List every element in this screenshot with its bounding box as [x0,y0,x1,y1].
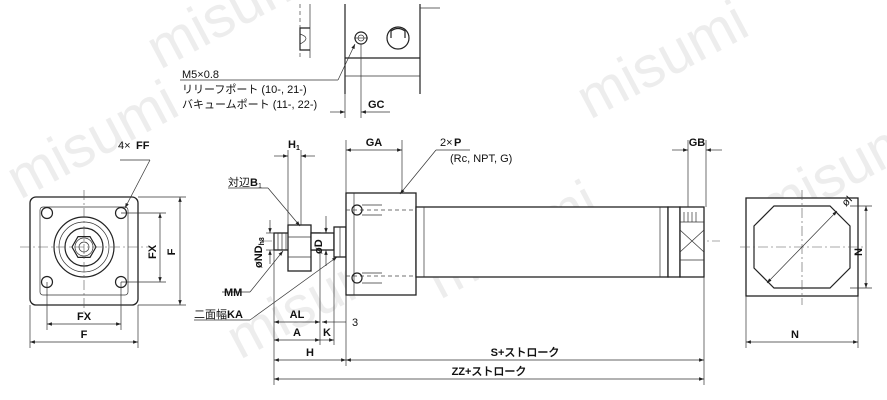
top-detail-view: GC M5×0.8 リリーフポート (10-, 21-) バキュームポート (1… [180,4,440,118]
label-vacuum-port: バキュームポート (11-, 22-) [182,98,317,111]
label-h: H [306,347,314,359]
label-ports-p: P [454,137,461,149]
label-h1: H1 [288,139,300,152]
right-end-view: øI N N [740,190,872,348]
label-b1: 対辺B1 [228,175,262,190]
label-mm: MM [224,287,242,299]
watermark-3: misumi [0,68,188,212]
label-ff: FF [136,140,150,152]
label-relief-port: リリーフポート (10-, 21-) [182,83,307,96]
label-fx-vertical: FX [147,244,159,259]
label-ports-types: (Rc, NPT, G) [450,153,512,165]
label-zz-stroke: ZZ+ストローク [452,365,527,378]
label-fx-horizontal: FX [77,311,92,323]
label-d: øD [313,239,325,254]
label-three: 3 [352,317,358,329]
watermark-1: misumi [136,0,329,81]
label-k: K [323,327,331,339]
main-side-view: GA 2× P (Rc, NPT, G) GB H1 対辺B1 øNDh8 øD [194,137,722,385]
watermark-group: misumi misumi misumi misumi misumi misum… [0,0,887,371]
label-n-horizontal: N [791,329,799,341]
label-thread-m5: M5×0.8 [182,69,219,81]
label-nd: øNDh8 [253,237,266,268]
label-f-vertical: F [166,248,178,255]
label-ka: 二面幅KA [194,308,243,321]
label-a: A [293,327,301,339]
label-al: AL [290,309,305,321]
label-ga: GA [366,137,383,149]
label-n-vertical: N [853,248,865,256]
label-s-stroke: S+ストローク [491,346,560,359]
label-f-horizontal: F [81,329,88,341]
label-gc: GC [368,99,385,111]
label-ff-prefix: 4× [118,140,131,152]
label-gb: GB [689,137,706,149]
watermark-2: misumi [566,0,759,131]
label-ports-prefix: 2× [440,137,453,149]
left-end-view: 4× FF FX F FX F [20,140,186,348]
